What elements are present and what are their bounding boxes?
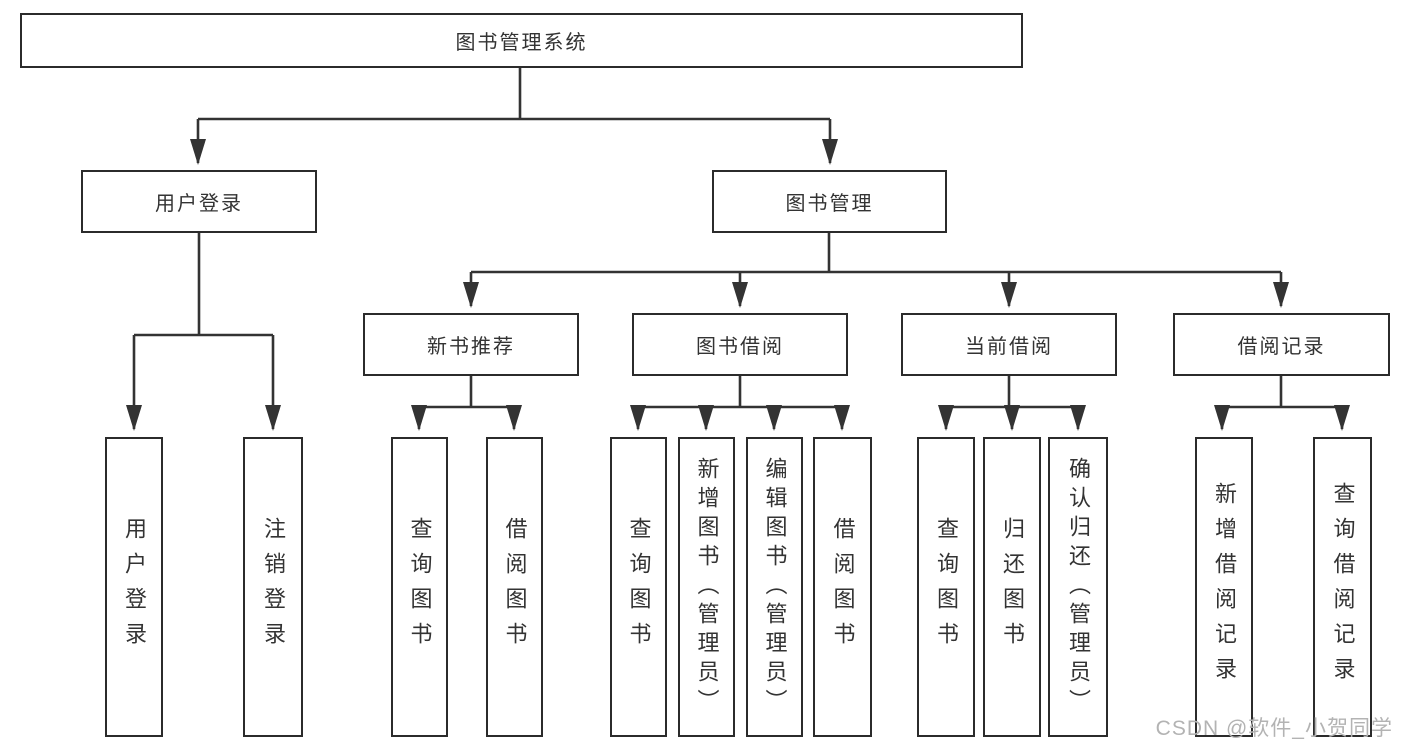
node-label: 图书管理系统 xyxy=(455,32,588,54)
node-label: 当前借阅 xyxy=(965,336,1053,358)
node-label: 用户登录 xyxy=(122,517,147,657)
node-book-management: 图书管理 xyxy=(712,170,947,233)
leaf-add-borrow-record: 新增借阅记录 xyxy=(1195,437,1253,737)
leaf-logout: 注销登录 xyxy=(243,437,303,737)
node-label: 借阅图书 xyxy=(502,517,528,657)
leaf-borrow-books: 借阅图书 xyxy=(813,437,872,737)
node-label: 注销登录 xyxy=(261,517,286,657)
node-label: 图书借阅 xyxy=(696,336,784,358)
node-label: 查询借阅记录 xyxy=(1330,482,1356,692)
node-label: 用户登录 xyxy=(155,193,243,215)
node-label: 借阅记录 xyxy=(1237,336,1326,358)
node-label: 查询图书 xyxy=(626,517,652,657)
csdn-watermark: CSDN @软件_小贺同学 xyxy=(1155,717,1393,740)
node-current-borrow: 当前借阅 xyxy=(901,313,1117,376)
node-book-borrow: 图书借阅 xyxy=(632,313,848,376)
node-label: 查询图书 xyxy=(934,517,959,657)
node-label: 编辑图书（管理员） xyxy=(762,456,788,718)
leaf-query-books-borrow: 查询图书 xyxy=(610,437,667,737)
node-user-login: 用户登录 xyxy=(81,170,317,233)
leaf-query-borrow-record: 查询借阅记录 xyxy=(1313,437,1372,737)
leaf-edit-books-admin: 编辑图书（管理员） xyxy=(746,437,803,737)
leaf-add-books-admin: 新增图书（管理员） xyxy=(678,437,735,737)
node-label: 确认归还（管理员） xyxy=(1066,456,1091,718)
node-new-book-recommend: 新书推荐 xyxy=(363,313,579,376)
node-root: 图书管理系统 xyxy=(20,13,1023,68)
leaf-user-login: 用户登录 xyxy=(105,437,163,737)
node-borrow-records: 借阅记录 xyxy=(1173,313,1390,376)
node-label: 借阅图书 xyxy=(830,517,856,657)
leaf-confirm-return-admin: 确认归还（管理员） xyxy=(1048,437,1108,737)
node-label: 查询图书 xyxy=(407,517,433,657)
node-label: 新增借阅记录 xyxy=(1212,482,1237,692)
node-label: 新增图书（管理员） xyxy=(694,456,720,718)
node-label: 图书管理 xyxy=(785,193,874,215)
node-label: 新书推荐 xyxy=(427,336,515,358)
leaf-query-books-recommend: 查询图书 xyxy=(391,437,448,737)
leaf-borrow-books-recommend: 借阅图书 xyxy=(486,437,543,737)
node-label: 归还图书 xyxy=(1000,517,1025,657)
leaf-query-books-current: 查询图书 xyxy=(917,437,975,737)
leaf-return-books: 归还图书 xyxy=(983,437,1041,737)
